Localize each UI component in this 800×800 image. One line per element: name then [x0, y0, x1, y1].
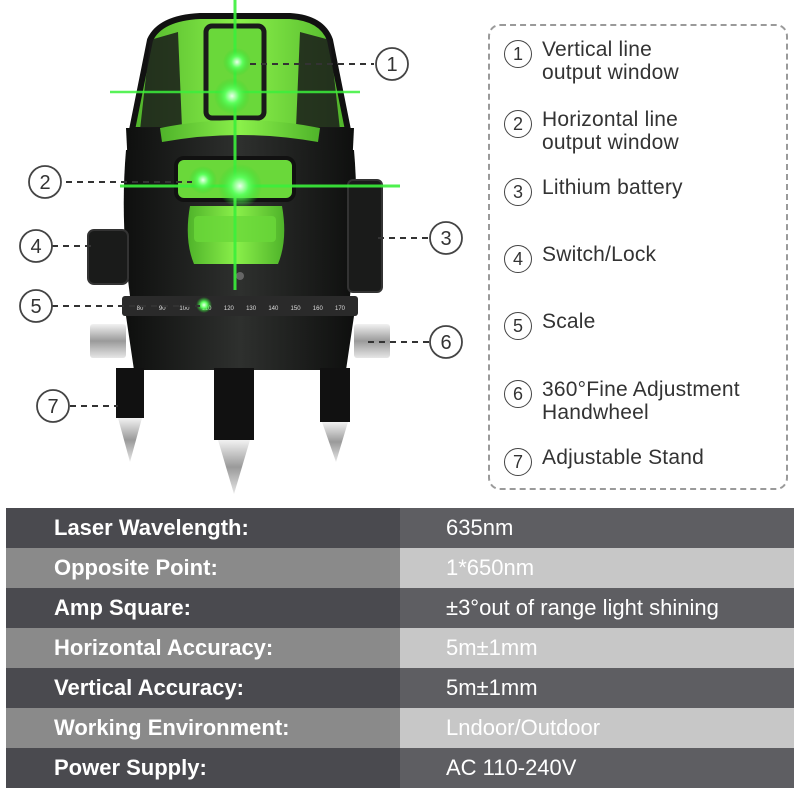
legend-line: Scale: [542, 310, 596, 333]
legend-label: Vertical line output window: [542, 38, 679, 84]
spec-row: Horizontal Accuracy: 5m±1mm: [6, 628, 794, 668]
spec-row: Laser Wavelength: 635nm: [6, 508, 794, 548]
spec-row: Amp Square: ±3°out of range light shinin…: [6, 588, 794, 628]
spec-value: 1*650nm: [400, 548, 794, 588]
legend-item: 2 Horizontal line output window: [504, 108, 679, 154]
callout-7: 7: [47, 396, 58, 418]
spec-label: Power Supply:: [6, 748, 400, 788]
legend-item: 3 Lithium battery: [504, 176, 683, 206]
legend-label: Horizontal line output window: [542, 108, 679, 154]
legend-label: 360°Fine Adjustment Handwheel: [542, 378, 740, 424]
legend-number: 2: [504, 110, 532, 138]
legend-number: 7: [504, 448, 532, 476]
legend-item: 4 Switch/Lock: [504, 243, 656, 273]
callout-4: 4: [30, 236, 41, 258]
spec-value: 5m±1mm: [400, 668, 794, 708]
legend-number: 1: [504, 40, 532, 68]
spec-value: 5m±1mm: [400, 628, 794, 668]
battery: [347, 179, 383, 293]
legend-line: Vertical line: [542, 38, 652, 61]
legend-line: Lithium battery: [542, 176, 683, 199]
spec-label: Laser Wavelength:: [6, 508, 400, 548]
spec-value: AC 110-240V: [400, 748, 794, 788]
spec-value: 635nm: [400, 508, 794, 548]
callout-5: 5: [30, 296, 41, 318]
legend-item: 7 Adjustable Stand: [504, 446, 704, 476]
scale-tick-label: 170: [335, 306, 346, 312]
spec-label: Amp Square:: [6, 588, 400, 628]
legend-number: 4: [504, 245, 532, 273]
legend-label: Lithium battery: [542, 176, 683, 199]
legend-line: 360°Fine Adjustment: [542, 378, 740, 401]
scale-tick-label: 80: [137, 306, 144, 312]
legend-label: Switch/Lock: [542, 243, 656, 266]
spec-row: Working Environment: Lndoor/Outdoor: [6, 708, 794, 748]
spec-row: Opposite Point: 1*650nm: [6, 548, 794, 588]
legend-item: 5 Scale: [504, 310, 596, 340]
scale-tick-label: 160: [313, 306, 324, 312]
scale-tick-label: 140: [268, 306, 279, 312]
spec-label: Opposite Point:: [6, 548, 400, 588]
scale-tick-label: 90: [159, 306, 166, 312]
legend-line: output window: [542, 131, 679, 154]
switch: [87, 229, 129, 285]
parts-legend: 1 Vertical line output window 2 Horizont…: [488, 24, 788, 490]
callout-2: 2: [39, 172, 50, 194]
scale-tick-label: 100: [179, 306, 190, 312]
legend-line: Handwheel: [542, 401, 649, 424]
legend-number: 3: [504, 178, 532, 206]
laser-level-device-image: 8090100110120130140150160170 1 2 3 4: [19, 0, 463, 494]
scale-tick-label: 130: [246, 306, 257, 312]
legend-label: Scale: [542, 310, 596, 333]
legend-number: 6: [504, 380, 532, 408]
spec-label: Working Environment:: [6, 708, 400, 748]
spec-label: Vertical Accuracy:: [6, 668, 400, 708]
spec-row: Power Supply: AC 110-240V: [6, 748, 794, 788]
spec-table: Laser Wavelength: 635nm Opposite Point: …: [6, 508, 794, 788]
legend-line: Horizontal line: [542, 108, 679, 131]
scale-tick-label: 150: [291, 306, 302, 312]
legend-line: Switch/Lock: [542, 243, 657, 266]
legend-line: output window: [542, 61, 679, 84]
callout-1: 1: [386, 54, 397, 76]
scale-tick-label: 120: [224, 306, 235, 312]
legend-item: 6 360°Fine Adjustment Handwheel: [504, 378, 740, 424]
spec-value: ±3°out of range light shining: [400, 588, 794, 628]
callout-6: 6: [440, 332, 451, 354]
legend-item: 1 Vertical line output window: [504, 38, 679, 84]
spec-value: Lndoor/Outdoor: [400, 708, 794, 748]
legend-number: 5: [504, 312, 532, 340]
spec-label: Horizontal Accuracy:: [6, 628, 400, 668]
callout-3: 3: [440, 228, 451, 250]
legend-label: Adjustable Stand: [542, 446, 704, 469]
spec-row: Vertical Accuracy: 5m±1mm: [6, 668, 794, 708]
legend-line: Adjustable Stand: [542, 446, 704, 469]
